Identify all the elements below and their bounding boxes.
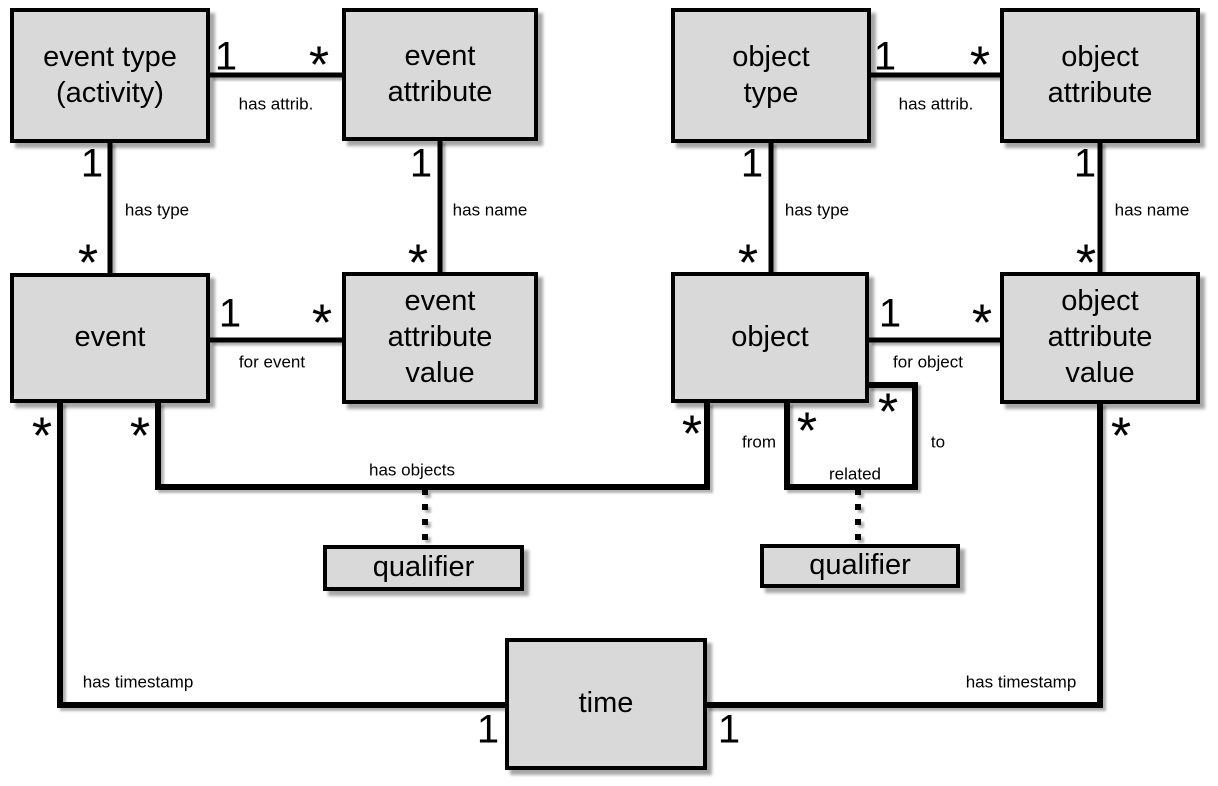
edge-label-has-objects: has objects bbox=[369, 460, 455, 480]
edge-label-has-timestamp-value: has timestamp bbox=[965, 672, 1077, 692]
mult-many-for-object: * bbox=[971, 294, 993, 353]
mult-many-object-type-has-attrib: * bbox=[969, 36, 991, 95]
mult-one-event-has-type: 1 bbox=[80, 141, 104, 186]
mult-one-object-attr-has-name: 1 bbox=[1073, 141, 1097, 186]
edge-label-has-attrib-object: has attrib. bbox=[898, 94, 974, 114]
mult-one-event-has-timestamp-time: 1 bbox=[476, 707, 500, 752]
mult-many-event-attr-has-name: * bbox=[407, 234, 429, 293]
node-event-attribute-label: event attribute bbox=[387, 39, 493, 108]
mult-many-related-to: * bbox=[877, 383, 899, 442]
node-object: object bbox=[671, 272, 869, 403]
edge-label-related-from: from bbox=[742, 432, 776, 452]
node-object-attribute-label: object attribute bbox=[1047, 40, 1153, 109]
edge-related-self-loop bbox=[784, 382, 918, 490]
mult-one-object-type-has-attrib: 1 bbox=[873, 34, 897, 79]
mult-one-for-object: 1 bbox=[878, 291, 902, 336]
mult-many-event-has-timestamp: * bbox=[31, 407, 53, 466]
mult-many-has-objects-object-end: * bbox=[681, 405, 703, 464]
edge-has-objects bbox=[155, 402, 710, 490]
mult-one-value-has-timestamp-time: 1 bbox=[717, 707, 741, 752]
node-qualifier-object-label: qualifier bbox=[809, 549, 911, 582]
mult-many-event-has-type: * bbox=[77, 234, 99, 293]
node-event: event bbox=[10, 273, 210, 403]
node-object-attribute: object attribute bbox=[1000, 8, 1200, 143]
node-time-label: time bbox=[578, 687, 634, 720]
node-object-label: object bbox=[731, 320, 809, 353]
mult-many-has-objects-event-end: * bbox=[129, 407, 151, 466]
node-object-type: object type bbox=[671, 8, 871, 143]
node-event-type: event type (activity) bbox=[10, 8, 210, 143]
node-qualifier-event: qualifier bbox=[323, 545, 524, 591]
mult-many-event-type-has-attrib: * bbox=[308, 36, 330, 95]
node-object-attribute-value-label: object attribute value bbox=[1047, 285, 1153, 389]
node-event-attribute: event attribute bbox=[342, 8, 538, 141]
node-qualifier-object: qualifier bbox=[760, 544, 960, 588]
mult-one-event-attr-has-name: 1 bbox=[409, 141, 433, 186]
edge-label-has-type-event: has type bbox=[124, 200, 190, 220]
node-object-attribute-value: object attribute value bbox=[1000, 272, 1200, 404]
edge-label-for-event: for event bbox=[238, 352, 306, 372]
node-object-type-label: object type bbox=[732, 40, 810, 109]
edge-label-for-object: for object bbox=[893, 352, 963, 372]
edge-label-has-attrib-event: has attrib. bbox=[238, 94, 314, 114]
edge-object-attr-value-has-timestamp bbox=[706, 403, 1103, 708]
node-event-type-label: event type (activity) bbox=[43, 40, 177, 109]
mult-many-object-attr-has-name: * bbox=[1075, 234, 1097, 293]
mult-many-for-event: * bbox=[311, 294, 333, 353]
edge-label-has-name-event: has name bbox=[452, 200, 528, 220]
mult-many-related-from: * bbox=[796, 402, 818, 461]
edge-event-has-timestamp bbox=[57, 402, 508, 708]
node-event-attribute-value-label: event attribute value bbox=[387, 285, 493, 389]
edge-label-related-to: to bbox=[930, 432, 946, 452]
edge-label-has-type-object: has type bbox=[784, 200, 850, 220]
mult-one-event-type-has-attrib: 1 bbox=[214, 34, 238, 79]
node-event-label: event bbox=[74, 321, 146, 354]
mult-one-object-has-type: 1 bbox=[740, 141, 764, 186]
node-time: time bbox=[505, 638, 707, 770]
node-event-attribute-value: event attribute value bbox=[342, 272, 538, 404]
mult-many-value-has-timestamp: * bbox=[1110, 407, 1132, 466]
edge-label-related: related bbox=[829, 464, 881, 484]
node-qualifier-event-label: qualifier bbox=[372, 551, 475, 584]
mult-one-for-event: 1 bbox=[218, 291, 242, 336]
edge-label-has-name-object: has name bbox=[1114, 200, 1190, 220]
mult-many-object-has-type: * bbox=[737, 234, 759, 293]
edge-label-has-timestamp-event: has timestamp bbox=[82, 672, 194, 692]
